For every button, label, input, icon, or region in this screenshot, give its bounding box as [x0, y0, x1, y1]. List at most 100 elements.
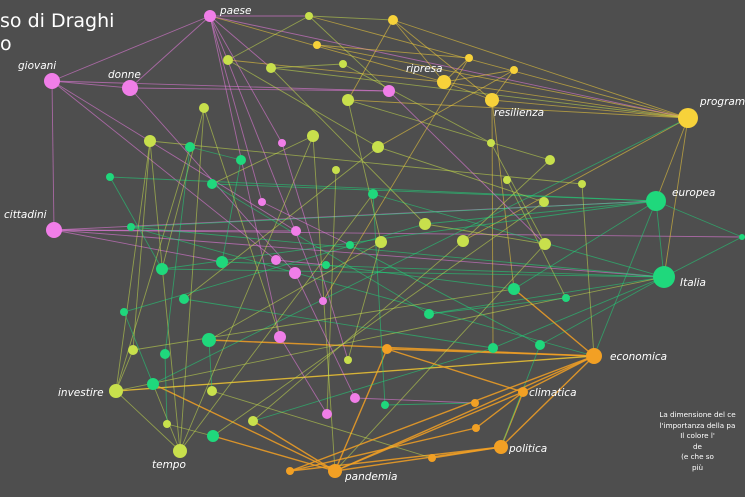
node-programma[interactable]: [678, 108, 698, 128]
node[interactable]: [160, 349, 170, 359]
edge: [115, 140, 151, 392]
node[interactable]: [428, 454, 436, 462]
node[interactable]: [163, 420, 171, 428]
node[interactable]: [424, 309, 434, 319]
node-paese[interactable]: [204, 10, 216, 22]
node-economica[interactable]: [586, 348, 602, 364]
node[interactable]: [381, 401, 389, 409]
node-italia[interactable]: [653, 266, 675, 288]
node[interactable]: [342, 94, 354, 106]
node-label: europea: [672, 187, 715, 199]
node[interactable]: [156, 263, 168, 275]
node-ripresa[interactable]: [437, 75, 451, 89]
edge: [513, 200, 657, 290]
node[interactable]: [539, 238, 551, 250]
node-investire[interactable]: [109, 384, 123, 398]
node[interactable]: [539, 197, 549, 207]
node[interactable]: [562, 294, 570, 302]
node[interactable]: [236, 155, 246, 165]
edge: [392, 19, 493, 101]
node[interactable]: [471, 399, 479, 407]
edge: [325, 264, 515, 290]
node-label: donne: [108, 69, 141, 81]
edge: [475, 391, 524, 429]
node-resilienza[interactable]: [485, 93, 499, 107]
node[interactable]: [382, 344, 392, 354]
node-europea[interactable]: [646, 191, 666, 211]
edge: [261, 201, 351, 246]
node-label: politica: [508, 443, 547, 455]
node[interactable]: [207, 430, 219, 442]
node[interactable]: [266, 63, 276, 73]
node[interactable]: [271, 255, 281, 265]
node-tempo[interactable]: [173, 444, 187, 458]
node[interactable]: [388, 15, 398, 25]
edge: [428, 276, 665, 315]
node-pandemia[interactable]: [328, 464, 342, 478]
node[interactable]: [503, 176, 511, 184]
node[interactable]: [202, 333, 216, 347]
node[interactable]: [185, 142, 195, 152]
node[interactable]: [472, 424, 480, 432]
edge: [372, 193, 665, 278]
node[interactable]: [305, 12, 313, 20]
node-donne[interactable]: [122, 80, 138, 96]
node[interactable]: [457, 235, 469, 247]
node[interactable]: [313, 41, 321, 49]
node[interactable]: [274, 331, 286, 343]
node[interactable]: [248, 416, 258, 426]
node[interactable]: [332, 166, 340, 174]
edge: [211, 390, 433, 459]
node[interactable]: [339, 60, 347, 68]
node[interactable]: [207, 386, 217, 396]
node[interactable]: [545, 155, 555, 165]
edge: [115, 390, 181, 452]
edge: [164, 353, 168, 425]
node[interactable]: [368, 189, 378, 199]
node[interactable]: [487, 139, 495, 147]
node[interactable]: [286, 467, 294, 475]
node[interactable]: [488, 343, 498, 353]
node[interactable]: [510, 66, 518, 74]
node[interactable]: [375, 236, 387, 248]
node[interactable]: [278, 139, 286, 147]
node[interactable]: [216, 256, 228, 268]
node[interactable]: [739, 234, 745, 240]
node-giovani[interactable]: [44, 73, 60, 89]
node[interactable]: [508, 283, 520, 295]
node[interactable]: [144, 135, 156, 147]
node[interactable]: [147, 378, 159, 390]
node[interactable]: [322, 409, 332, 419]
edge: [208, 339, 213, 392]
node-politica[interactable]: [494, 440, 508, 454]
node[interactable]: [258, 198, 266, 206]
edge: [506, 179, 567, 299]
node[interactable]: [419, 218, 431, 230]
node-label: investire: [58, 387, 104, 399]
node[interactable]: [383, 85, 395, 97]
node[interactable]: [535, 340, 545, 350]
node[interactable]: [199, 103, 209, 113]
node[interactable]: [350, 393, 360, 403]
node[interactable]: [128, 345, 138, 355]
node[interactable]: [307, 130, 319, 142]
node[interactable]: [207, 179, 217, 189]
node[interactable]: [322, 261, 330, 269]
node-climatica[interactable]: [518, 387, 528, 397]
node[interactable]: [346, 241, 354, 249]
node-cittadini[interactable]: [46, 222, 62, 238]
node[interactable]: [578, 180, 586, 188]
node[interactable]: [223, 55, 233, 65]
edge: [326, 169, 337, 415]
node[interactable]: [372, 141, 384, 153]
node[interactable]: [127, 223, 135, 231]
node[interactable]: [179, 294, 189, 304]
node[interactable]: [319, 297, 327, 305]
edge: [384, 402, 476, 406]
node[interactable]: [120, 308, 128, 316]
node[interactable]: [106, 173, 114, 181]
node[interactable]: [465, 54, 473, 62]
node[interactable]: [289, 267, 301, 279]
node[interactable]: [291, 226, 301, 236]
node[interactable]: [344, 356, 352, 364]
